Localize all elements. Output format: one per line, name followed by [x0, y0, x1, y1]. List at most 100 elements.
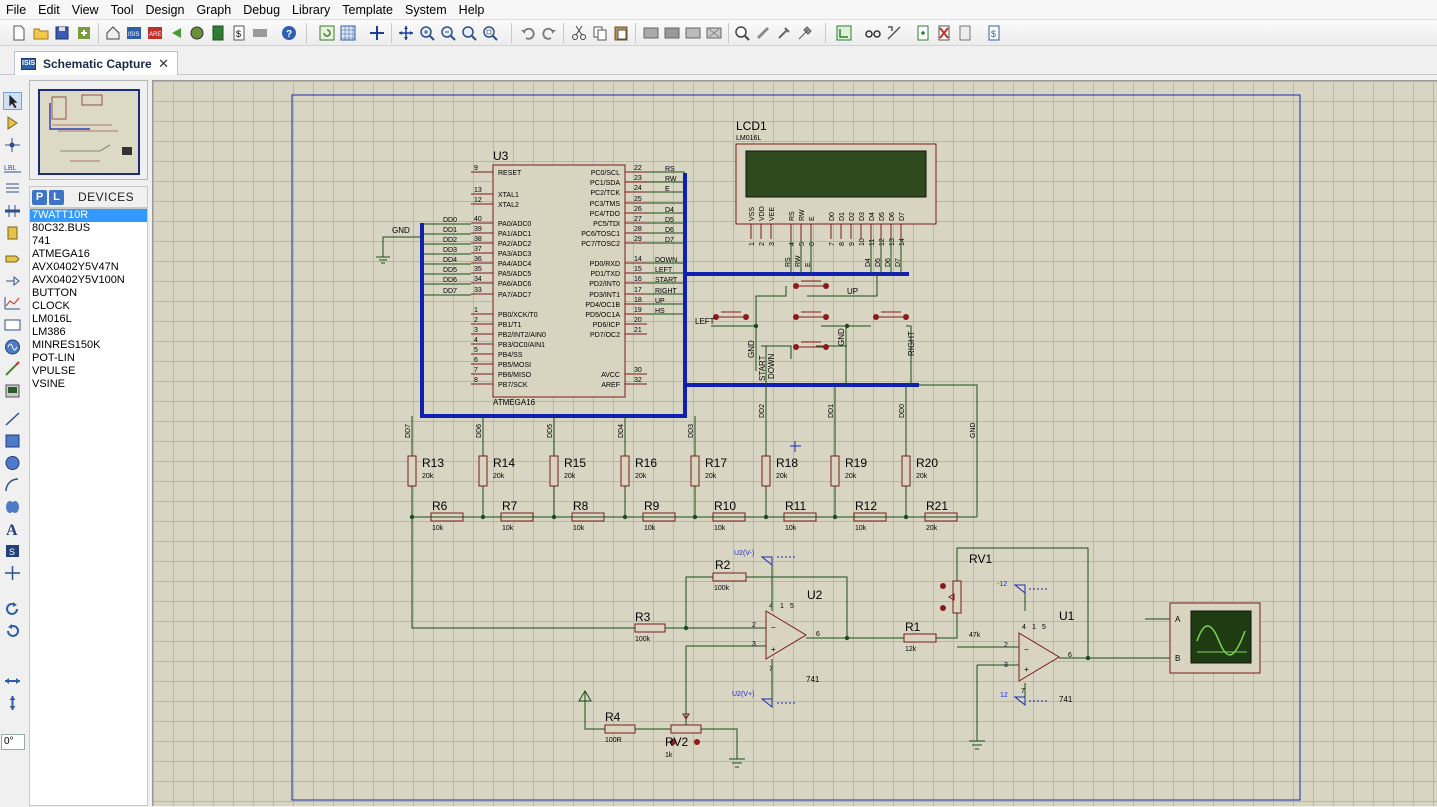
import-icon[interactable] [75, 24, 93, 42]
block-copy-icon[interactable] [642, 24, 660, 42]
menu-view[interactable]: View [71, 2, 99, 17]
pcb-icon[interactable]: ARES [146, 24, 164, 42]
bus-icon[interactable] [3, 202, 22, 220]
new-file-icon[interactable] [10, 24, 28, 42]
device-item[interactable]: LM016L [32, 313, 72, 325]
rv1[interactable]: RV1 47k [940, 552, 992, 639]
origin-icon[interactable] [368, 24, 386, 42]
refresh-icon[interactable] [318, 24, 336, 42]
help-icon[interactable]: ? [280, 24, 298, 42]
menu-debug[interactable]: Debug [243, 2, 281, 17]
cut-icon[interactable] [570, 24, 588, 42]
u2-opamp[interactable]: − + U2 741 2 3 6 4 1 5 7 [752, 588, 823, 684]
notes-icon[interactable]: $ [230, 24, 248, 42]
bom-icon[interactable] [209, 24, 227, 42]
gerber-icon[interactable] [188, 24, 206, 42]
pick-device-icon[interactable] [733, 24, 751, 42]
line-icon[interactable] [3, 410, 22, 428]
netlist-icon[interactable] [251, 24, 269, 42]
back-icon[interactable] [167, 24, 185, 42]
zoom-all-icon[interactable] [460, 24, 478, 42]
menu-design[interactable]: Design [145, 2, 185, 17]
device-item[interactable]: POT-LIN [32, 352, 75, 364]
close-icon[interactable]: ✕ [158, 55, 169, 71]
device-item[interactable]: 80C32.BUS [32, 222, 91, 234]
mirror-horizontal-icon[interactable] [3, 672, 22, 690]
copy-icon[interactable] [591, 24, 609, 42]
r2[interactable]: R2 100k [712, 558, 747, 592]
undo-icon[interactable] [519, 24, 537, 42]
package-tool-icon[interactable] [775, 24, 793, 42]
generator-icon[interactable] [3, 338, 22, 356]
rotation-angle-field[interactable]: 0° [1, 734, 25, 750]
device-item[interactable]: CLOCK [32, 300, 70, 312]
device-pin-icon[interactable] [3, 272, 22, 290]
box-icon[interactable] [3, 432, 22, 450]
voltage-probe-icon[interactable] [3, 360, 22, 378]
paste-icon[interactable] [612, 24, 630, 42]
device-item[interactable]: VSINE [32, 378, 66, 390]
open-folder-icon[interactable] [32, 24, 50, 42]
device-item[interactable]: AVX0402Y5V47N [32, 261, 119, 273]
circle-icon[interactable] [3, 454, 22, 472]
oscilloscope-instrument[interactable]: A B [1169, 602, 1261, 674]
new-sheet-icon[interactable] [914, 24, 932, 42]
device-item[interactable]: ATMEGA16 [32, 248, 90, 260]
zoom-out-icon[interactable] [439, 24, 457, 42]
device-item[interactable]: 741 [32, 235, 51, 247]
rotate-clockwise-icon[interactable] [3, 600, 22, 618]
gnd-u3[interactable]: GND [376, 226, 422, 264]
library-manager-button[interactable]: L [49, 189, 64, 205]
u1-opamp[interactable]: − + U1 741 2 3 6 4 1 5 7 [1004, 609, 1075, 704]
save-icon[interactable] [53, 24, 71, 42]
text-script-icon[interactable] [3, 180, 22, 198]
terminal-icon[interactable] [3, 250, 22, 268]
symbol-icon[interactable]: S [3, 542, 22, 560]
rv2[interactable]: RV2 1k [665, 713, 702, 759]
sub-circuit-icon[interactable] [3, 224, 22, 242]
graph-mode-icon[interactable] [3, 294, 22, 312]
zoom-area-icon[interactable] [481, 24, 499, 42]
virtual-instrument-icon[interactable] [3, 382, 22, 400]
arc-icon[interactable] [3, 476, 22, 494]
redo-icon[interactable] [540, 24, 558, 42]
zoom-in-icon[interactable] [418, 24, 436, 42]
tab-schematic-capture[interactable]: ISIS Schematic Capture ✕ [14, 51, 178, 75]
search-tag-icon[interactable] [864, 24, 882, 42]
wire-autorouter-icon[interactable] [835, 24, 853, 42]
design-explorer-icon[interactable]: $ [985, 24, 1003, 42]
text-icon[interactable]: A [3, 520, 22, 538]
r4[interactable]: R4 100R [604, 710, 636, 744]
menu-library[interactable]: Library [292, 2, 331, 17]
menu-tool[interactable]: Tool [110, 2, 134, 17]
pan-icon[interactable] [397, 24, 415, 42]
u3-atmega16[interactable]: U3 ATMEGA16 9RESET13XTAL112XTAL240PA0/AD… [471, 149, 647, 407]
device-item[interactable]: VPULSE [32, 365, 76, 377]
make-device-icon[interactable] [754, 24, 772, 42]
device-item[interactable]: LM386 [32, 326, 66, 338]
schematic-icon[interactable]: ISIS [125, 24, 143, 42]
junction-dot-icon[interactable] [3, 136, 22, 154]
device-item[interactable]: AVX0402Y5V100N [32, 274, 125, 286]
pick-devices-button[interactable]: P [32, 189, 47, 205]
block-rotate-icon[interactable] [684, 24, 702, 42]
grid-toggle-icon[interactable] [339, 24, 357, 42]
overview-window[interactable] [29, 80, 148, 180]
wire-label-icon[interactable]: LBL [3, 158, 22, 176]
tape-recorder-icon[interactable] [3, 316, 22, 334]
decompose-icon[interactable] [796, 24, 814, 42]
property-assign-icon[interactable] [885, 24, 903, 42]
exit-sheet-icon[interactable] [956, 24, 974, 42]
